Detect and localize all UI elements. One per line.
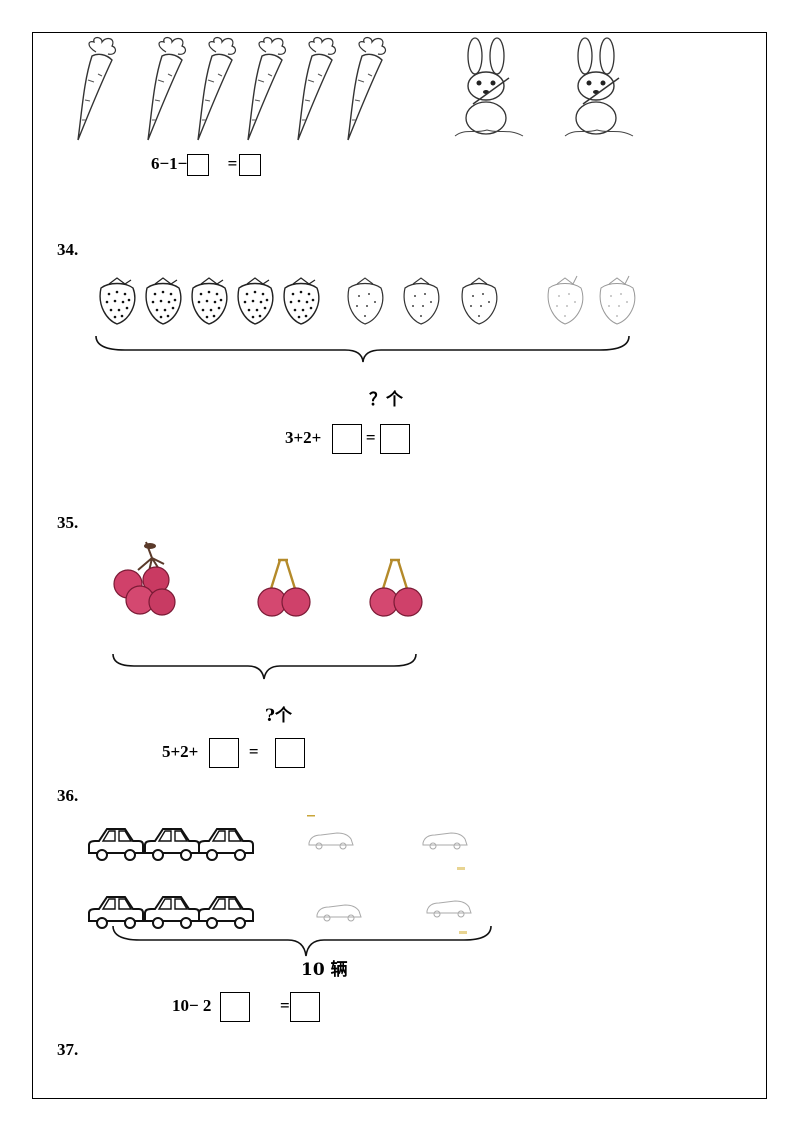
equation-34: 3+2+ = (285, 424, 410, 454)
problem-number: 34. (57, 240, 79, 259)
answer-box[interactable] (208, 738, 239, 768)
cherries-illustration (113, 541, 423, 617)
curly-brace (112, 653, 417, 680)
answer-box[interactable] (274, 738, 305, 768)
brace-label: ？个 (369, 390, 403, 410)
answer-box[interactable] (379, 424, 410, 454)
brace-label: 10 辆 (301, 960, 348, 980)
answer-box[interactable] (187, 154, 210, 177)
cherry-cluster-large (113, 541, 176, 616)
equals-sign: = (365, 427, 376, 447)
carrots-illustration (77, 36, 387, 141)
answer-box[interactable] (239, 154, 262, 177)
curly-brace (95, 335, 630, 363)
equation-33-expression: 6−1− (151, 154, 188, 173)
cherry-pair (369, 558, 423, 617)
page-border (32, 32, 767, 1099)
answer-box[interactable] (331, 424, 362, 454)
cherry-pair (257, 558, 311, 617)
equation-34-expression: 3+2+ (285, 427, 322, 447)
problem-number: 36. (57, 786, 79, 805)
equation-35-expression: 5+2+ (162, 741, 199, 761)
problem-number: 35. (57, 513, 79, 532)
equals-sign: = (248, 741, 259, 761)
answer-box[interactable] (219, 992, 250, 1022)
equals-sign: = (227, 154, 238, 173)
answer-box[interactable] (289, 992, 320, 1022)
brace-label: ?个 (265, 706, 292, 726)
strawberries-illustration (99, 275, 636, 325)
equals-sign: = (279, 995, 290, 1015)
equation-36-expression: 10− 2 (172, 995, 212, 1015)
equation-33: 6−1− = (151, 154, 262, 177)
equation-36: 10− 2 = (172, 992, 320, 1022)
equation-35: 5+2+ = (162, 738, 305, 768)
curly-brace (112, 925, 492, 957)
problem-number: 37. (57, 1040, 79, 1059)
cars-illustration (88, 815, 472, 934)
rabbits-illustration (454, 37, 634, 137)
